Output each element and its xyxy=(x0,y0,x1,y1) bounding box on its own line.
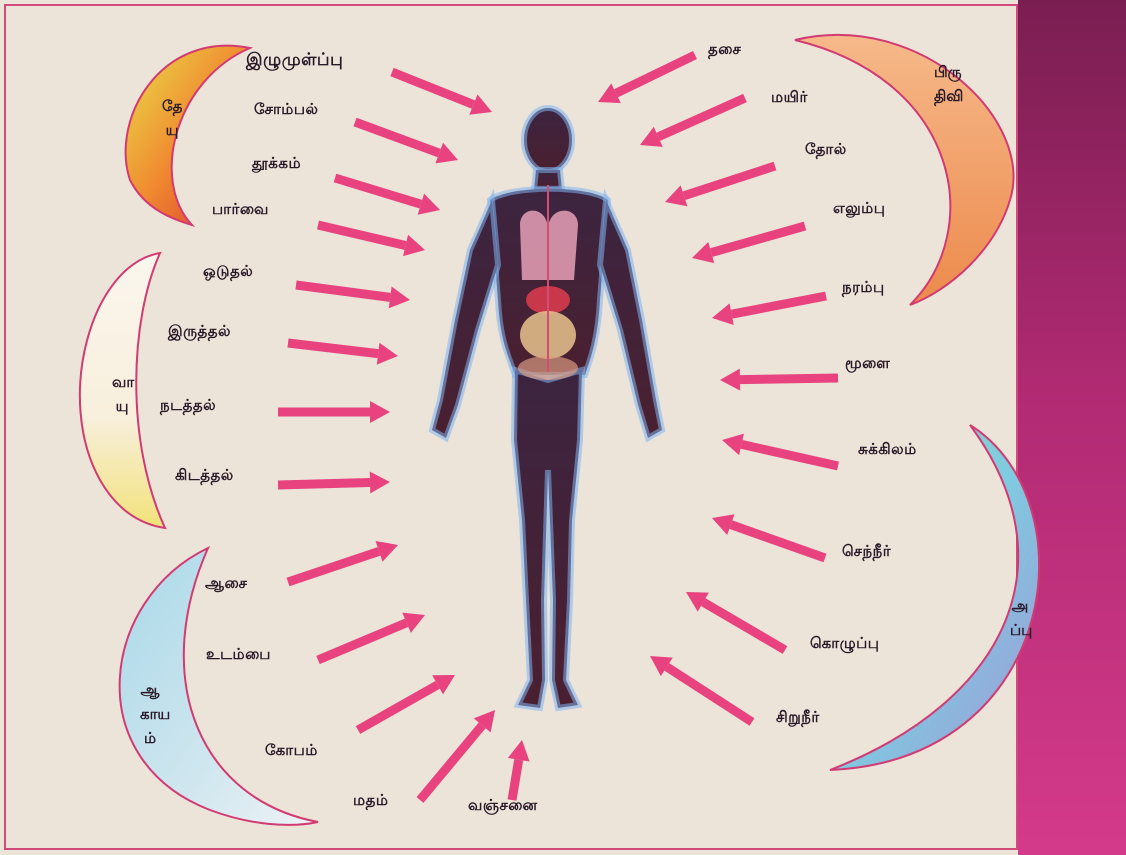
arrow-head-8 xyxy=(370,472,390,494)
arrow-shaft-10 xyxy=(318,623,407,660)
crescent-label-water: அப்பு xyxy=(1010,594,1030,642)
label-right-1: தசை xyxy=(708,40,741,60)
label-bottom: வஞ்சனை xyxy=(468,796,538,816)
label-left-1: இழுமுள்ப்பு xyxy=(246,50,343,72)
label-right-6: மூளை xyxy=(845,354,890,374)
arrow-shaft-20 xyxy=(742,444,838,466)
arrow-shaft-9 xyxy=(288,551,379,582)
crescent-label-air: வாயு xyxy=(112,370,132,418)
label-right-3: தோல் xyxy=(805,140,847,160)
arrow-head-7 xyxy=(370,401,390,423)
arrow-head-4 xyxy=(403,235,425,256)
label-right-7: சுக்கிலம் xyxy=(858,440,917,460)
label-left-4: பார்வை xyxy=(212,200,269,220)
crescent-label-space: ஆகாயம் xyxy=(140,678,160,750)
arrow-shaft-4 xyxy=(318,225,406,245)
label-left-7: நடத்தல் xyxy=(160,396,216,416)
arrow-shaft-11 xyxy=(358,685,438,730)
arrow-shaft-6 xyxy=(288,343,378,354)
arrow-shaft-22 xyxy=(703,602,785,650)
label-left-10: உடம்பை xyxy=(206,645,271,665)
label-left-5: ஒடுதல் xyxy=(203,262,253,282)
crescent-label-fire: தேயு xyxy=(162,94,182,142)
label-right-9: கொழுப்பு xyxy=(810,634,879,654)
label-left-8: கிடத்தல் xyxy=(175,466,234,486)
label-left-6: இருத்தல் xyxy=(168,322,231,342)
label-left-12: மதம் xyxy=(353,791,388,811)
arrow-shaft-2 xyxy=(355,122,439,153)
arrow-head-17 xyxy=(692,242,714,263)
arrow-shaft-17 xyxy=(711,226,805,253)
label-right-10: சிறுநீர் xyxy=(776,708,820,728)
label-right-4: எலும்பு xyxy=(833,199,885,219)
arrow-shaft-1 xyxy=(392,72,473,105)
label-left-9: ஆசை xyxy=(205,574,247,594)
label-left-11: கோபம் xyxy=(265,741,318,761)
arrow-head-5 xyxy=(389,286,410,308)
arrow-head-3 xyxy=(418,194,440,215)
label-right-8: செந்நீர் xyxy=(842,542,891,562)
arrow-shaft-5 xyxy=(296,285,390,297)
arrow-shaft-23 xyxy=(667,667,752,722)
label-right-2: மயிர் xyxy=(771,88,808,108)
crescent-label-earth: பிருதிவி xyxy=(934,60,954,108)
water-crescent xyxy=(830,425,1039,770)
arrow-head-19 xyxy=(720,369,740,391)
human-body-figure xyxy=(432,108,662,708)
arrow-shaft-12 xyxy=(420,725,482,800)
arrow-shaft-19 xyxy=(740,378,838,380)
arrow-head-18 xyxy=(712,303,734,325)
arrow-shaft-13 xyxy=(512,760,519,800)
label-left-2: சோம்பல் xyxy=(254,100,318,120)
arrow-shaft-16 xyxy=(684,166,775,196)
arrow-head-13 xyxy=(508,740,530,762)
label-left-3: தூக்கம் xyxy=(252,154,301,174)
arrow-shaft-18 xyxy=(732,296,826,314)
arrow-shaft-3 xyxy=(335,178,421,204)
label-right-5: நரம்பு xyxy=(842,278,885,298)
arrow-shaft-15 xyxy=(658,98,745,137)
arrow-shaft-8 xyxy=(278,483,370,485)
arrow-head-6 xyxy=(377,343,398,365)
arrow-shaft-21 xyxy=(731,525,825,558)
arrow-shaft-14 xyxy=(616,55,695,93)
arrow-head-20 xyxy=(722,434,744,455)
earth-crescent xyxy=(795,35,1013,305)
fire-crescent xyxy=(126,46,250,225)
